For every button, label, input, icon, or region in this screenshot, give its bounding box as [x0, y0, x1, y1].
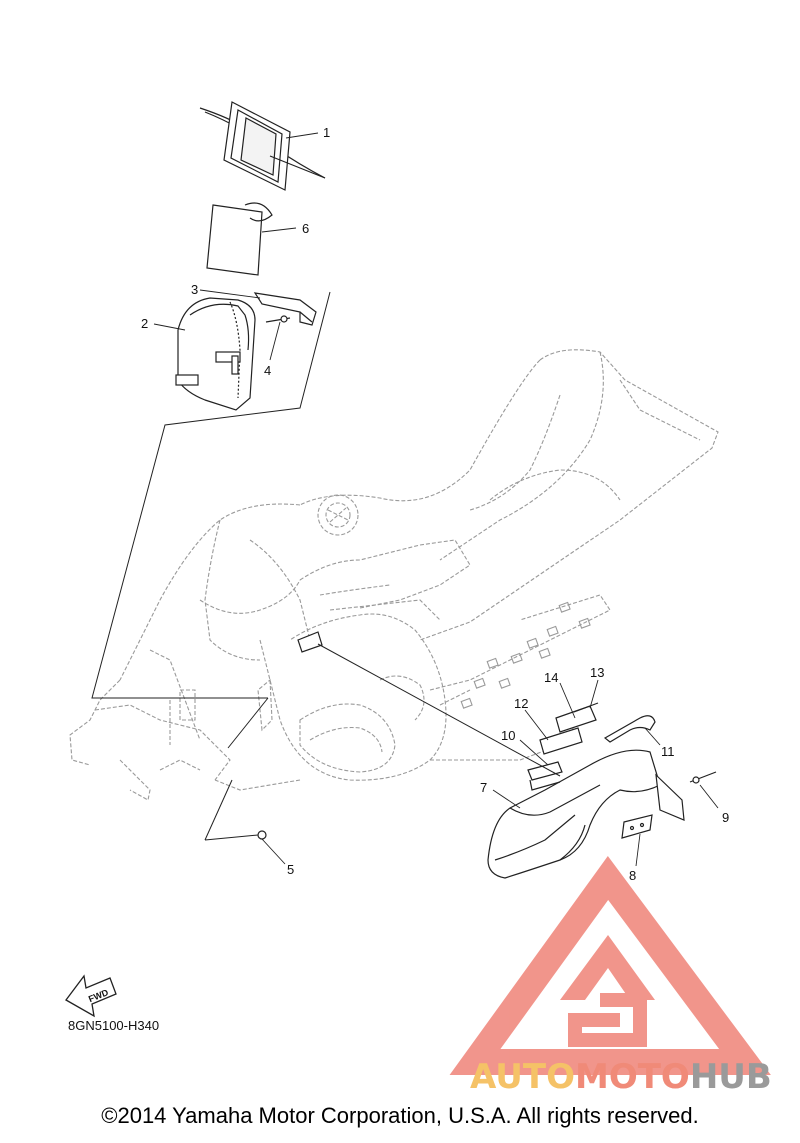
callout-6: 6 [302, 221, 309, 236]
leader-lines [153, 132, 719, 867]
callout-13: 13 [590, 665, 604, 680]
fwd-arrow-icon: FWD [65, 974, 117, 1018]
copyright-notice: ©2014 Yamaha Motor Corporation, U.S.A. A… [101, 1103, 699, 1128]
watermark-wordmark: AUTOMOTOHUB [470, 1057, 772, 1097]
callout-14: 14 [544, 670, 558, 685]
part-6-bag [206, 202, 273, 276]
callout-1: 1 [323, 125, 330, 140]
svg-text:AUTOMOTOHUB: AUTOMOTOHUB [470, 1057, 772, 1097]
callout-labels: 1 2 3 4 5 6 7 8 9 10 11 12 13 14 [141, 125, 729, 883]
part-11-handle [603, 715, 656, 743]
callout-7: 7 [480, 780, 487, 795]
callout-2: 2 [141, 316, 148, 331]
part-12-label [539, 727, 583, 755]
callout-9: 9 [722, 810, 729, 825]
callout-10: 10 [501, 728, 515, 743]
part-3-bracket [253, 292, 317, 326]
parts [175, 101, 717, 879]
snowmobile-body-outline [69, 349, 719, 801]
part-9-bolt [655, 771, 717, 821]
part-8-plate [621, 814, 653, 839]
callout-8: 8 [629, 868, 636, 883]
callout-3: 3 [191, 282, 198, 297]
mount-fastener [297, 631, 323, 653]
part-1-tag [199, 101, 326, 191]
callout-12: 12 [514, 696, 528, 711]
watermark-logo [449, 856, 771, 1075]
callout-5: 5 [287, 862, 294, 877]
assembly-lines [91, 291, 561, 841]
part-4-screw [265, 315, 291, 323]
part-5-washer [257, 830, 267, 840]
part-2-toolbox [175, 297, 256, 411]
callout-4: 4 [264, 363, 271, 378]
part-7-rear-housing [487, 749, 661, 879]
diagram-part-code: 8GN5100-H340 [68, 1018, 160, 1033]
wordmark-auto: AUTO [470, 1057, 575, 1097]
part-13-label [573, 702, 599, 713]
wordmark-moto: MOTO [575, 1057, 690, 1097]
callout-11: 11 [661, 744, 675, 759]
wordmark-hub: HUB [690, 1057, 772, 1097]
